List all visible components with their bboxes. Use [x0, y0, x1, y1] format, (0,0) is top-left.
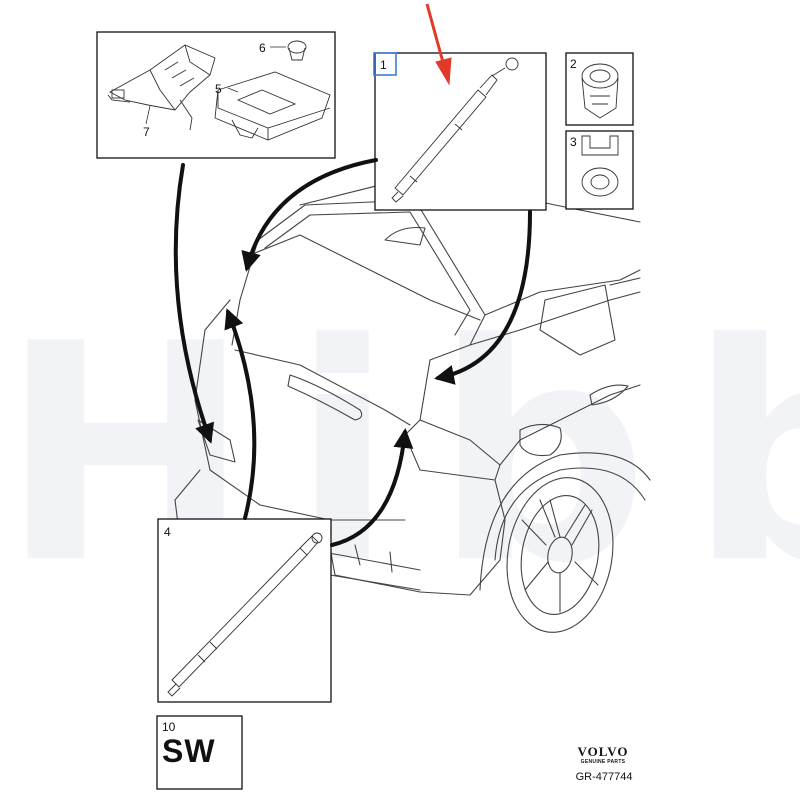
- callout-6[interactable]: 6: [259, 41, 266, 55]
- drawing-number: GR-477744: [575, 771, 633, 783]
- clip-6-drawing: [287, 40, 307, 61]
- highlight-arrow: [425, 3, 452, 86]
- callout-5[interactable]: 5: [215, 82, 222, 96]
- strut-1-drawing: [391, 57, 519, 203]
- control-module-5-drawing: [214, 71, 331, 141]
- connector-arrows: [173, 158, 532, 547]
- callout-2[interactable]: 2: [570, 57, 577, 71]
- software-10-box: [156, 715, 243, 790]
- callout-10[interactable]: 10: [162, 720, 176, 734]
- callout-3[interactable]: 3: [570, 135, 577, 149]
- clip-2-drawing: [581, 63, 619, 119]
- grommet-3-drawing: [581, 135, 619, 197]
- bracket-7-drawing: [107, 44, 216, 131]
- strut-4-drawing: [167, 532, 323, 697]
- clip-2-box: [565, 52, 634, 126]
- callout-4[interactable]: 4: [164, 525, 171, 539]
- callout-1[interactable]: 1: [380, 58, 387, 72]
- strut-4-box: [157, 518, 332, 703]
- brand-name: VOLVO: [577, 744, 629, 759]
- callout-7[interactable]: 7: [143, 125, 150, 139]
- selected-callout-frame: [373, 52, 397, 76]
- software-label: SW: [162, 733, 216, 769]
- strut-1-box: [374, 52, 547, 211]
- brand-tagline: GENUINE PARTS: [580, 759, 626, 765]
